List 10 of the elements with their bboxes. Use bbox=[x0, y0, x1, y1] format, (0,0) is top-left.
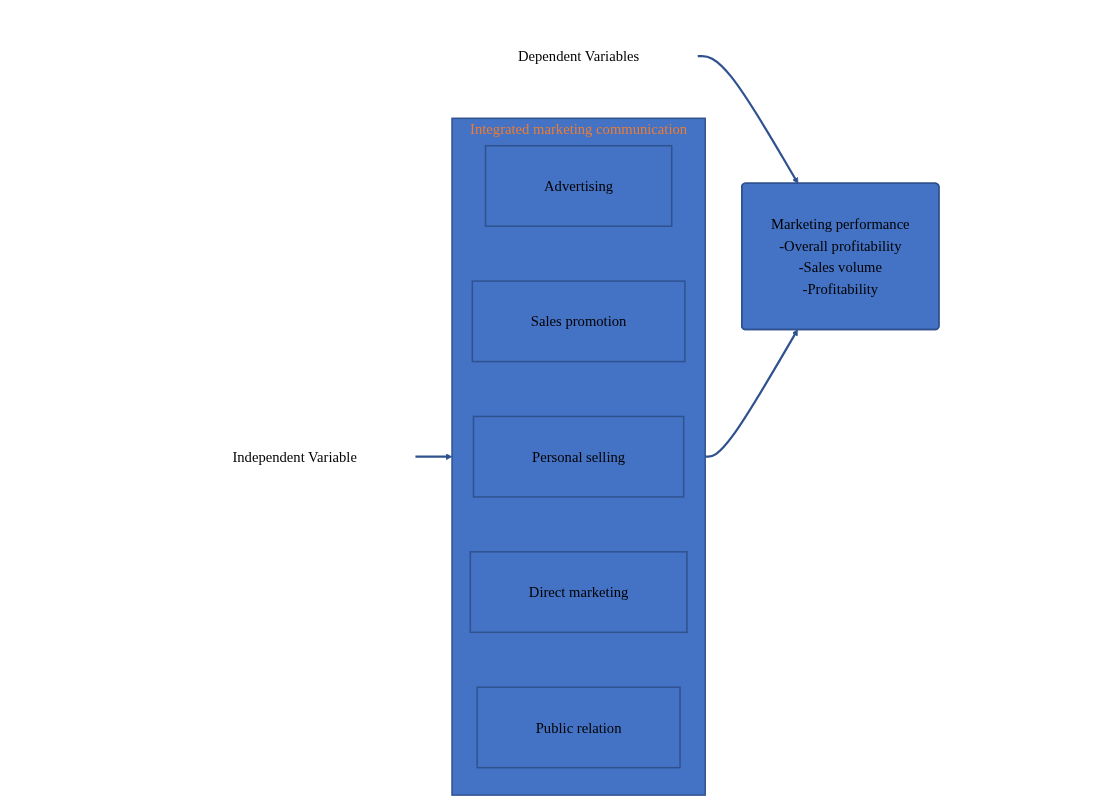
node-box: Advertising bbox=[484, 145, 673, 227]
arrow bbox=[697, 55, 799, 184]
node-box: Public relation bbox=[476, 686, 681, 769]
node-box: Direct marketing bbox=[469, 551, 688, 634]
arrow bbox=[705, 329, 799, 458]
node-text: Independent Variable bbox=[232, 448, 357, 465]
node-box: Personal selling bbox=[472, 415, 685, 498]
arrow bbox=[415, 453, 453, 460]
node-box: Sales promotion bbox=[471, 280, 686, 363]
node-text: Dependent Variables bbox=[518, 48, 640, 65]
